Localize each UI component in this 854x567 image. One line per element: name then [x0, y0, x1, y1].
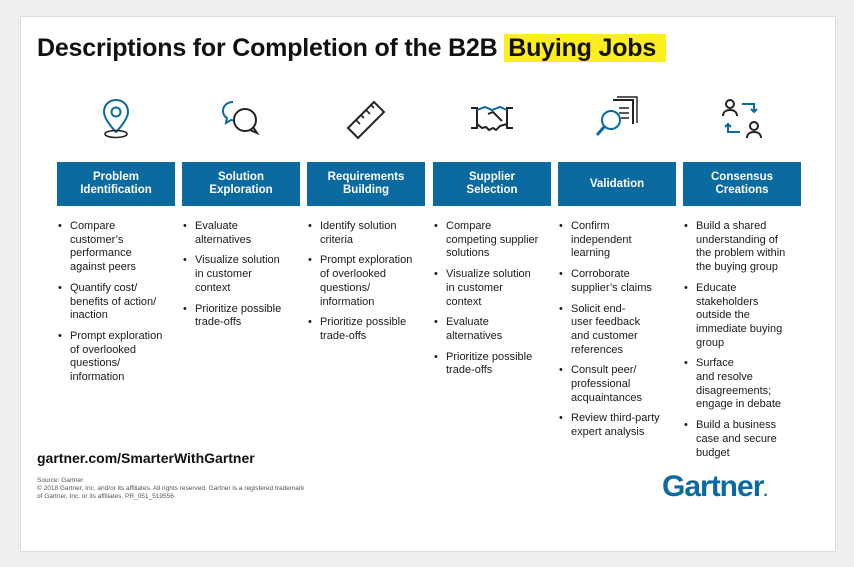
item-list: Identify solution criteria Prompt explor…	[307, 220, 425, 344]
title-highlight: Buying Jobs	[504, 34, 667, 62]
column-consensus-creations: Consensus Creations Build a shared under…	[683, 92, 801, 467]
list-item: Prioritize possible trade-offs	[183, 303, 300, 330]
logo-text: Gartner	[662, 470, 764, 503]
list-item: Corroborate supplier’s claims	[559, 268, 676, 295]
list-item: Quantify cost/ benefits of action/ inact…	[58, 282, 175, 323]
footer-url[interactable]: gartner.com/SmarterWithGartner	[37, 450, 255, 466]
list-item: Educate stakeholders outside the immedia…	[684, 282, 801, 351]
list-item: Evaluate alternatives	[434, 316, 551, 343]
item-list: Confirm independent learning Corroborate…	[558, 220, 676, 440]
title-main: Descriptions for Completion of the B2B	[37, 34, 498, 62]
column-validation: Validation Confirm independent learning …	[558, 92, 676, 447]
gartner-logo: Gartner.	[662, 470, 768, 504]
list-item: Review third-party expert analysis	[559, 412, 676, 439]
list-item: Evaluate alternatives	[183, 220, 300, 247]
ruler-icon	[307, 92, 425, 144]
location-pin-icon	[57, 92, 175, 144]
list-item: Prioritize possible trade-offs	[434, 351, 551, 378]
column-requirements-building: Requirements Building Identify solution …	[307, 92, 425, 351]
people-exchange-icon	[683, 92, 801, 144]
list-item: Build a business case and secure budget	[684, 419, 801, 460]
handshake-icon	[433, 92, 551, 144]
item-list: Evaluate alternatives Visualize solution…	[182, 220, 300, 330]
list-item: Compare customer’s performance against p…	[58, 220, 175, 275]
list-item: Compare competing supplier solutions	[434, 220, 551, 261]
list-item: Prompt exploration of overlooked questio…	[308, 254, 425, 309]
list-item: Consult peer/ professional acquaintances	[559, 364, 676, 405]
column-header: Solution Exploration	[182, 162, 300, 206]
column-header: Problem Identification	[57, 162, 175, 206]
list-item: Solicit end- user feedback and customer …	[559, 303, 676, 358]
item-list: Build a shared understanding of the prob…	[683, 220, 801, 460]
column-header: Supplier Selection	[433, 162, 551, 206]
logo-dot: .	[763, 483, 768, 500]
list-item: Prioritize possible trade-offs	[308, 316, 425, 343]
list-item: Build a shared understanding of the prob…	[684, 220, 801, 275]
column-header: Requirements Building	[307, 162, 425, 206]
source-note: Source: Gartner © 2018 Gartner, Inc. and…	[37, 477, 305, 500]
column-problem-identification: Problem Identification Compare customer’…	[57, 92, 175, 392]
magnifier-document-icon	[558, 92, 676, 144]
list-item: Identify solution criteria	[308, 220, 425, 247]
list-item: Confirm independent learning	[559, 220, 676, 261]
list-item: Prompt exploration of overlooked questio…	[58, 330, 175, 385]
column-supplier-selection: Supplier Selection Compare competing sup…	[433, 92, 551, 385]
list-item: Visualize solution in customer context	[183, 254, 300, 295]
item-list: Compare competing supplier solutions Vis…	[433, 220, 551, 378]
list-item: Visualize solution in customer context	[434, 268, 551, 309]
chat-bubbles-icon	[182, 92, 300, 144]
list-item: Surface and resolve disagreements; engag…	[684, 357, 801, 412]
page-title: Descriptions for Completion of the B2B B…	[37, 34, 667, 63]
item-list: Compare customer’s performance against p…	[57, 220, 175, 385]
column-header: Consensus Creations	[683, 162, 801, 206]
column-header: Validation	[558, 162, 676, 206]
column-solution-exploration: Solution Exploration Evaluate alternativ…	[182, 92, 300, 337]
